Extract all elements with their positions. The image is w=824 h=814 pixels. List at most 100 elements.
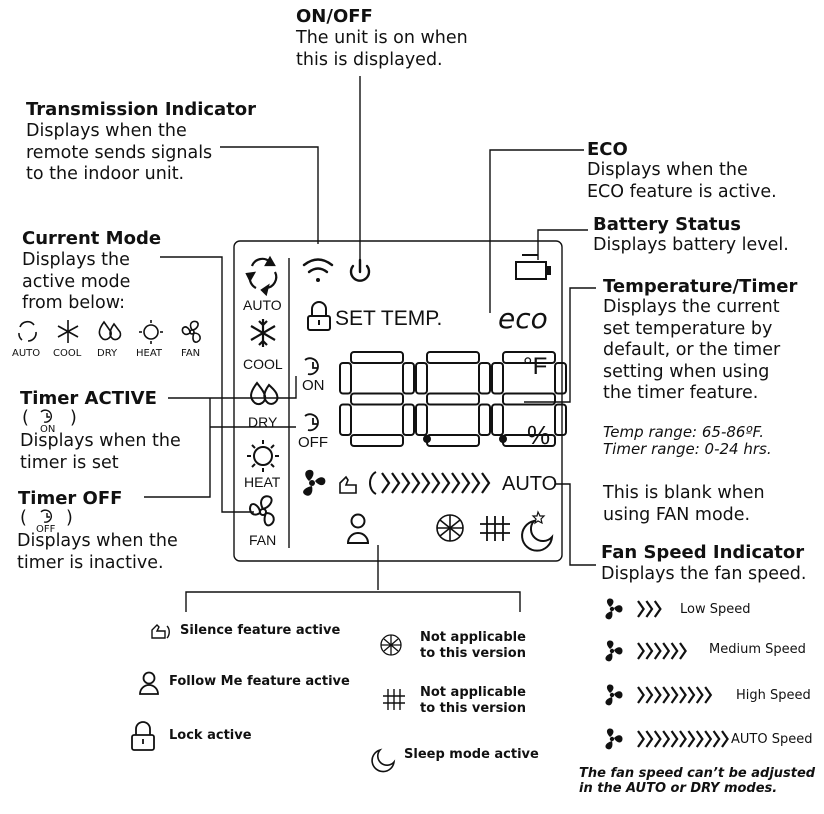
battery-icon bbox=[515, 254, 551, 280]
timer-on-icon bbox=[304, 357, 319, 376]
speed-label-auto: AUTO Speed bbox=[731, 732, 813, 747]
speed-chevron bbox=[687, 730, 696, 748]
speed-bracket bbox=[369, 471, 377, 495]
eco-title: ECO bbox=[587, 139, 628, 160]
lcd-timer-off-label: OFF bbox=[298, 434, 328, 451]
fan-blade bbox=[605, 653, 613, 662]
speed-chevron bbox=[645, 730, 654, 748]
timer-active-close: ) bbox=[70, 408, 77, 428]
speed-fan-icon-4 bbox=[605, 728, 623, 750]
segment bbox=[502, 351, 556, 364]
speed-chevron bbox=[695, 686, 704, 704]
timer-active-desc: Displays when the timer is set bbox=[20, 431, 181, 473]
digit-1 bbox=[339, 351, 415, 447]
dry-mode-icon bbox=[250, 381, 279, 406]
speed-chevron bbox=[712, 730, 721, 748]
segment bbox=[478, 362, 491, 395]
lock-icon bbox=[307, 301, 331, 331]
segment bbox=[478, 403, 491, 436]
segment bbox=[350, 351, 404, 364]
transmission-desc: Displays when the remote sends signals t… bbox=[26, 121, 213, 184]
leader-battery bbox=[537, 229, 588, 260]
segment bbox=[554, 362, 567, 395]
temp-unit: °F bbox=[523, 353, 548, 380]
timer-active-open: ( bbox=[22, 408, 29, 428]
lcd-mode-fan: FAN bbox=[249, 532, 277, 548]
speed-label-low: Low Speed bbox=[680, 602, 751, 617]
temp-timer-title: Temperature/Timer bbox=[603, 276, 798, 297]
ranges-note: Temp range: 65-86ºF. Timer range: 0-24 h… bbox=[603, 423, 772, 458]
lcd-timer-on-label: ON bbox=[302, 377, 325, 394]
fan-blade bbox=[606, 640, 614, 649]
speed-chevron bbox=[381, 472, 391, 494]
fan-blade bbox=[614, 735, 623, 743]
decimal-point-2 bbox=[499, 435, 507, 443]
speed-chevron bbox=[431, 472, 441, 494]
speed-chevron bbox=[441, 472, 451, 494]
speed-chevron bbox=[401, 472, 411, 494]
speed-chevron bbox=[637, 600, 645, 618]
speed-chevron bbox=[411, 472, 421, 494]
leader-eco bbox=[489, 149, 584, 313]
speed-chevrons-1 bbox=[637, 600, 662, 618]
leader-transmission bbox=[220, 146, 319, 244]
fan-mode-icon bbox=[249, 495, 275, 527]
eco-desc: Displays when the ECO feature is active. bbox=[587, 160, 777, 202]
segment bbox=[426, 351, 480, 364]
current-mode-desc: Displays the active mode from below: bbox=[22, 250, 131, 313]
mode-row-icons bbox=[18, 320, 201, 344]
timer-off-title: Timer OFF bbox=[18, 488, 123, 509]
legend-na-2: Not applicable to this version bbox=[420, 685, 526, 716]
lcd-mode-auto: AUTO bbox=[243, 297, 282, 313]
leader-bottom-bar bbox=[185, 591, 521, 612]
speed-label-high: High Speed bbox=[736, 688, 811, 703]
eco-symbol: eco bbox=[498, 302, 548, 335]
blank-note: This is blank when using FAN mode. bbox=[603, 483, 765, 525]
follow-me-icon bbox=[346, 513, 370, 544]
speed-chevron bbox=[461, 472, 471, 494]
speed-chevron bbox=[637, 730, 645, 748]
segment bbox=[339, 362, 352, 395]
legend-silence-icon bbox=[151, 624, 170, 639]
mode-label-fan: FAN bbox=[181, 348, 201, 359]
speed-chevron bbox=[704, 730, 713, 748]
legend-na-icon-1 bbox=[380, 634, 402, 656]
speed-chevrons-2 bbox=[637, 642, 687, 660]
power-icon bbox=[349, 258, 371, 282]
fan-blade bbox=[606, 598, 614, 607]
speed-chevrons-3 bbox=[637, 686, 713, 704]
heat-mode-icon bbox=[247, 440, 279, 472]
mode-label-heat: HEAT bbox=[136, 348, 163, 359]
cool-small-icon bbox=[57, 320, 79, 343]
fan-auto-label: AUTO bbox=[502, 473, 558, 495]
fan-blade bbox=[614, 691, 623, 699]
transmission-icon bbox=[302, 258, 334, 282]
legend-na-icon-2 bbox=[383, 689, 405, 710]
speed-chevron bbox=[687, 686, 696, 704]
speed-chevron bbox=[653, 730, 662, 748]
leader-temp-timer bbox=[524, 287, 596, 403]
speed-legend bbox=[605, 598, 729, 750]
legend-sleep: Sleep mode active bbox=[404, 747, 539, 762]
legend-lock-icon bbox=[131, 721, 155, 751]
fan-speed-desc: Displays the fan speed. bbox=[601, 564, 807, 584]
leader-current-mode bbox=[160, 256, 254, 513]
speed-chevron bbox=[662, 686, 671, 704]
speed-chevron bbox=[653, 642, 662, 660]
heat-small-icon bbox=[139, 320, 163, 344]
speed-chevron bbox=[637, 686, 645, 704]
speed-chevron bbox=[481, 472, 491, 494]
segment bbox=[415, 362, 428, 395]
legend-na-1: Not applicable to this version bbox=[420, 630, 526, 661]
fan-blade bbox=[605, 741, 613, 750]
fan-blade bbox=[614, 605, 623, 613]
segment bbox=[350, 392, 404, 406]
speed-chevron bbox=[679, 686, 687, 704]
cool-mode-icon bbox=[250, 319, 276, 347]
timer-off-small-icon bbox=[40, 509, 52, 523]
segment bbox=[350, 434, 404, 447]
mode-label-dry: DRY bbox=[97, 348, 118, 359]
legend-follow-me-icon bbox=[139, 671, 159, 695]
digit-3 bbox=[491, 351, 567, 447]
